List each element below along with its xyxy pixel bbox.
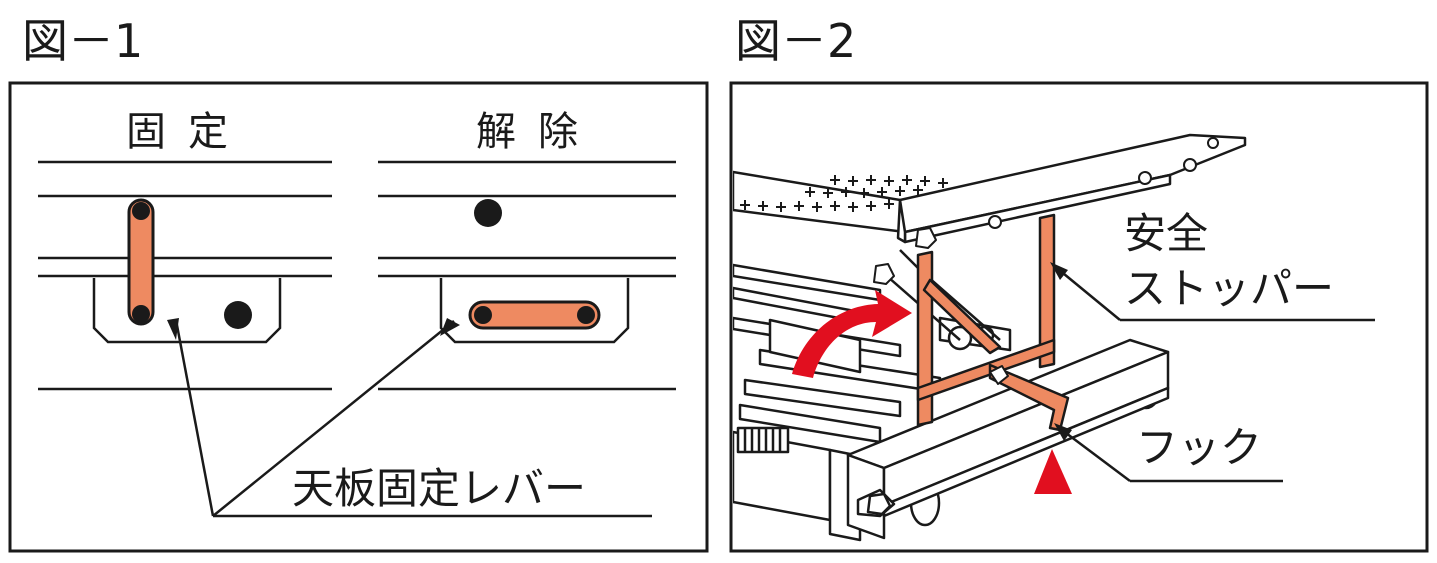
lever-released (468, 300, 601, 330)
rotation-arrow (792, 290, 912, 378)
pin-fixed-idle (224, 301, 252, 329)
lever-callout-label: 天板固定レバー (292, 464, 586, 513)
stopper-label-line1: 安全 (1124, 209, 1208, 258)
leader-arrowhead-fixed (167, 318, 179, 340)
hook-label: フック (1136, 423, 1262, 472)
figure-2-frame (729, 81, 1429, 553)
stopper-label-line2: ストッパー (1124, 264, 1334, 313)
guide-lines (38, 160, 676, 391)
pin-fixed-top (132, 202, 150, 220)
figure-2-title: 図－2 (735, 14, 856, 68)
figure-1-title: 図－1 (22, 14, 143, 68)
stopper-leader-arrowhead (1050, 262, 1068, 280)
pin-released-right (577, 306, 595, 324)
pin-released-idle (474, 199, 502, 227)
leader-arrowhead-released (440, 318, 460, 336)
figure-1-frame (8, 81, 709, 553)
state-label-released: 解除 (476, 109, 600, 155)
machine-illustration (733, 133, 1247, 542)
stopper-callout-leader (1057, 268, 1375, 322)
state-label-fixed: 固定 (126, 109, 250, 155)
hook-position-marker (1034, 449, 1072, 494)
lever-callout-leaders (174, 319, 652, 518)
hook-leader-arrowhead (1054, 423, 1072, 441)
lever-plate-fixed (92, 278, 282, 344)
pin-fixed-bottom (132, 305, 150, 323)
hook-callout-leader (1061, 429, 1283, 483)
lever-fixed (127, 198, 155, 326)
pin-released-left (474, 306, 492, 324)
